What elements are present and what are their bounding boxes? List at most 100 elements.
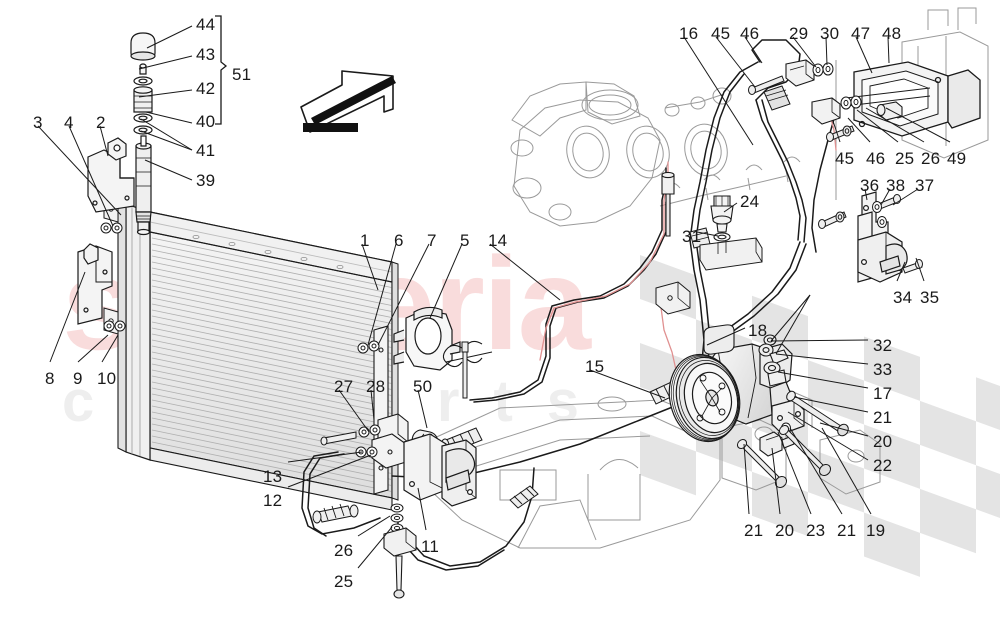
leader-line — [856, 109, 899, 143]
leader-line — [887, 36, 890, 64]
leader-line — [429, 243, 463, 319]
leader-line — [915, 257, 925, 282]
leader-line — [99, 125, 109, 157]
callout-number-44: 44 — [196, 15, 216, 34]
callout-number-20: 20 — [775, 521, 795, 540]
callout-number-48: 48 — [882, 24, 902, 43]
callout-number-35: 35 — [920, 288, 940, 307]
leader-line — [792, 36, 817, 68]
leader-line — [789, 427, 843, 515]
callout-number-31: 31 — [682, 227, 702, 246]
bracket-part-8 — [77, 243, 113, 325]
leader-line — [865, 107, 925, 143]
fasteners-3-4 — [100, 222, 123, 234]
callout-number-17: 17 — [873, 384, 893, 403]
callout-number-27: 27 — [334, 377, 354, 396]
leader-line — [138, 89, 193, 98]
callout-number-37: 37 — [915, 176, 935, 195]
leader-line — [377, 243, 430, 346]
compressor-ports — [758, 334, 789, 387]
leader-line — [777, 431, 812, 515]
callout-number-13: 13 — [263, 467, 283, 486]
callout-number-45: 45 — [835, 149, 855, 168]
leader-line — [832, 120, 841, 143]
callout-number-21: 21 — [837, 521, 857, 540]
leader-line — [896, 261, 906, 282]
leader-line — [101, 334, 119, 363]
callout-number-23: 23 — [806, 521, 826, 540]
callout-number-10: 10 — [97, 369, 117, 388]
callout-number-11: 11 — [421, 537, 440, 556]
leader-line — [892, 188, 919, 206]
condenser-outlet-block — [371, 413, 409, 469]
bolts-45-46-lower — [826, 125, 855, 142]
callout-number-1: 1 — [360, 231, 370, 250]
leader-line — [770, 339, 869, 342]
bolts-45-46-mid — [818, 211, 847, 229]
callout-number-32: 32 — [873, 336, 893, 355]
callout-number-51: 51 — [232, 65, 252, 84]
callout-number-33: 33 — [873, 360, 893, 379]
leader-line — [777, 371, 869, 389]
leader-line — [144, 159, 193, 181]
callout-number-15: 15 — [585, 357, 605, 376]
callout-number-14: 14 — [488, 231, 508, 250]
callout-number-24: 24 — [740, 192, 760, 211]
callout-number-38: 38 — [886, 176, 906, 195]
callout-number-41: 41 — [196, 141, 216, 160]
leader-line — [744, 36, 763, 64]
leader-line — [821, 427, 872, 515]
callout-number-36: 36 — [860, 176, 880, 195]
callout-number-50: 50 — [413, 377, 433, 396]
leader-line — [49, 271, 86, 363]
leader-line — [696, 231, 719, 237]
leader-line — [743, 443, 750, 515]
leader-line — [589, 369, 666, 399]
leader-line — [715, 36, 756, 88]
callout-number-26: 26 — [334, 541, 354, 560]
callout-number-21: 21 — [744, 521, 764, 540]
leader-line — [357, 526, 393, 569]
leader-line — [287, 454, 372, 488]
leader-line — [771, 447, 781, 515]
callout-number-9: 9 — [73, 369, 83, 388]
callout-number-46: 46 — [740, 24, 760, 43]
callout-number-12: 12 — [263, 491, 283, 510]
callout-number-5: 5 — [460, 231, 470, 250]
callout-number-45: 45 — [711, 24, 731, 43]
leader-line — [683, 36, 754, 146]
callout-number-16: 16 — [679, 24, 699, 43]
callout-number-39: 39 — [196, 171, 216, 190]
callout-number-34: 34 — [893, 288, 913, 307]
leader-line — [138, 55, 193, 70]
leader-line — [706, 327, 746, 346]
leader-line — [855, 36, 873, 74]
lower-bracket-11 — [403, 433, 477, 507]
callout-number-2: 2 — [96, 113, 106, 132]
callout-number-19: 19 — [866, 521, 886, 540]
leader-line — [880, 188, 891, 206]
callout-number-20: 20 — [873, 432, 893, 451]
compressor-clutch-pulley — [668, 353, 741, 443]
leader-line — [145, 111, 193, 124]
leader-line — [357, 515, 391, 537]
callout-number-6: 6 — [394, 231, 404, 250]
callout-number-21: 21 — [873, 408, 893, 427]
leader-line — [287, 451, 363, 463]
leader-line — [847, 117, 871, 143]
leader-line — [417, 389, 428, 429]
drier-clamp-part-5 — [393, 306, 461, 371]
leader-line — [864, 188, 868, 201]
leader-line — [787, 411, 869, 461]
callout-number-3: 3 — [33, 113, 43, 132]
